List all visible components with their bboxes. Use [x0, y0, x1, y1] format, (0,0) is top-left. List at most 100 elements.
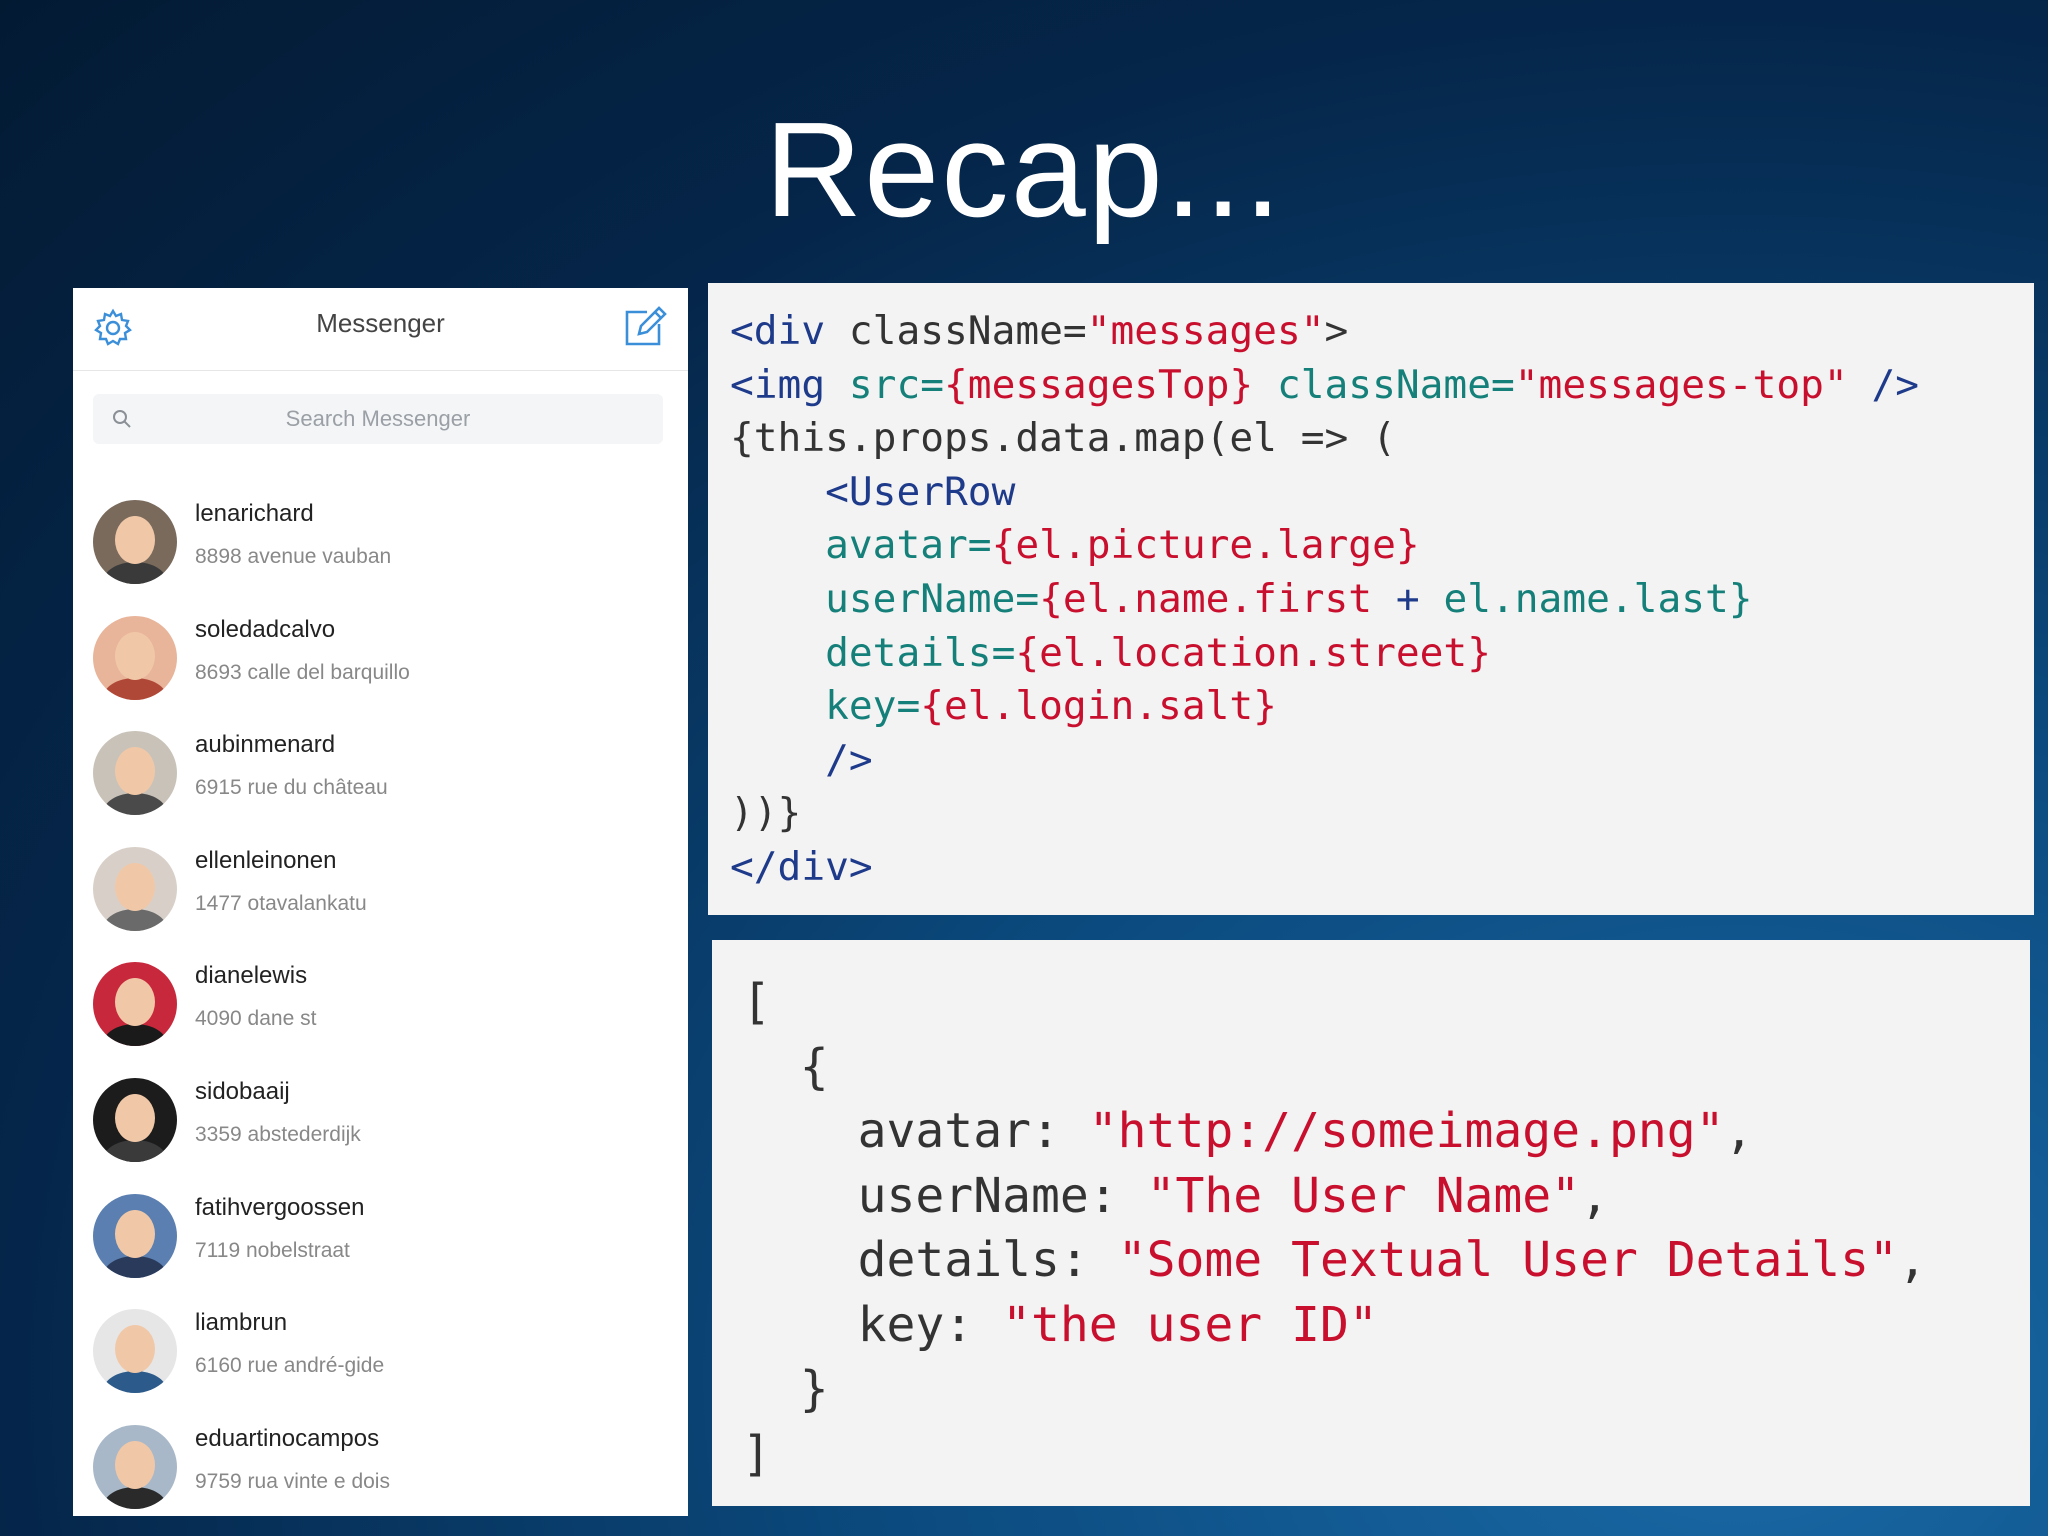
- avatar-body: [103, 1486, 167, 1509]
- avatar-face: [115, 747, 155, 796]
- gear-icon[interactable]: [91, 306, 135, 350]
- code-token: avatar=: [825, 522, 992, 569]
- code-token: />: [825, 736, 873, 783]
- code-token: +: [1372, 575, 1444, 622]
- json-token: ,: [1897, 1232, 1927, 1288]
- avatar-face: [115, 1440, 155, 1489]
- code-token: userName=: [825, 575, 1040, 622]
- avatar-face: [115, 978, 155, 1027]
- avatar-body: [103, 1371, 167, 1394]
- code-token: "messages-top": [1514, 361, 1848, 408]
- messenger-header: Messenger: [73, 288, 688, 371]
- user-row[interactable]: liambrun 6160 rue andré-gide: [73, 1309, 688, 1425]
- search-input[interactable]: Search Messenger: [93, 394, 663, 444]
- json-token: "Some Textual User Details": [1117, 1232, 1898, 1288]
- compose-icon[interactable]: [621, 304, 667, 350]
- code-token: className=: [825, 308, 1087, 354]
- code-token: {this.props.data.map(el => (: [730, 415, 1396, 462]
- code-token: </div>: [730, 843, 873, 890]
- json-token: userName:: [857, 1167, 1147, 1224]
- json-token: ,: [1724, 1103, 1754, 1159]
- user-details: 3359 abstederdijk: [195, 1122, 361, 1146]
- code-token: {el.login.salt}: [920, 683, 1277, 730]
- user-row[interactable]: soledadcalvo 8693 calle del barquillo: [73, 615, 688, 732]
- user-name: liambrun: [195, 1309, 288, 1337]
- user-details: 8693 calle del barquillo: [195, 660, 410, 684]
- json-token: "The User Name": [1146, 1167, 1581, 1224]
- avatar-body: [103, 562, 167, 584]
- user-name: dianelewis: [195, 962, 308, 990]
- user-row[interactable]: ellenleinonen 1477 otavalankatu: [73, 846, 688, 963]
- search-placeholder: Search Messenger: [285, 406, 471, 431]
- json-example: [ { avatar: "http://someimage.png", user…: [742, 970, 1927, 1486]
- user-name: ellenleinonen: [195, 846, 337, 874]
- user-name: sidobaaij: [195, 1077, 290, 1105]
- search-icon: [113, 410, 131, 428]
- jsx-code: <div className="messages"> <img src={mes…: [730, 305, 1919, 895]
- avatar-face: [115, 631, 155, 680]
- code-token: details=: [825, 629, 1016, 676]
- avatar: [93, 615, 177, 700]
- code-token: {messagesTop}: [944, 361, 1254, 408]
- user-row[interactable]: fatihvergoossen 7119 nobelstraat: [73, 1193, 688, 1310]
- json-token: "http://someimage.png": [1088, 1103, 1725, 1159]
- avatar: [93, 731, 177, 816]
- user-name: eduartinocampos: [195, 1424, 380, 1452]
- json-example-panel: [ { avatar: "http://someimage.png", user…: [712, 940, 2030, 1506]
- avatar: [93, 500, 177, 584]
- user-row[interactable]: aubinmenard 6915 rue du château: [73, 731, 688, 847]
- json-token: [: [742, 974, 771, 1030]
- code-token: {el.picture.large}: [991, 522, 1420, 569]
- code-token: <UserRow: [825, 468, 1016, 515]
- avatar: [93, 962, 177, 1047]
- avatar-face: [115, 1209, 155, 1258]
- code-token: key=: [825, 683, 921, 730]
- user-details: 6915 rue du château: [195, 776, 388, 800]
- avatar-body: [103, 1139, 167, 1162]
- user-row[interactable]: eduartinocampos 9759 rua vinte e dois: [73, 1424, 688, 1516]
- user-details: 6160 rue andré-gide: [195, 1354, 385, 1378]
- avatar: [93, 1424, 177, 1509]
- user-name: fatihvergoossen: [195, 1193, 365, 1221]
- user-row[interactable]: sidobaaij 3359 abstederdijk: [73, 1077, 688, 1194]
- code-token: />: [1847, 361, 1920, 408]
- user-name: aubinmenard: [195, 731, 336, 759]
- avatar: [93, 1077, 177, 1162]
- user-list: lenarichard 8898 avenue vauban soledadca…: [73, 500, 688, 1516]
- avatar-body: [103, 1255, 167, 1278]
- code-token: >: [1324, 308, 1349, 354]
- code-token: className=: [1253, 361, 1515, 408]
- json-token: avatar:: [857, 1103, 1089, 1159]
- avatar: [93, 1309, 177, 1394]
- json-token: ,: [1580, 1167, 1609, 1224]
- code-token: <div: [730, 308, 826, 354]
- code-token: <img: [730, 361, 826, 408]
- messenger-panel: Messenger Search Messenger lenarich: [73, 288, 688, 1516]
- json-token: ]: [742, 1425, 771, 1482]
- user-row[interactable]: dianelewis 4090 dane st: [73, 962, 688, 1078]
- code-token: "messages": [1086, 308, 1325, 354]
- avatar-body: [103, 677, 167, 700]
- user-details: 9759 rua vinte e dois: [195, 1469, 390, 1493]
- user-row[interactable]: lenarichard 8898 avenue vauban: [73, 500, 688, 616]
- avatar-face: [115, 862, 155, 911]
- avatar-body: [103, 908, 167, 931]
- code-token: src=: [825, 361, 945, 408]
- user-name: lenarichard: [195, 500, 314, 527]
- avatar-face: [115, 1325, 155, 1374]
- user-name: soledadcalvo: [195, 615, 336, 643]
- user-details: 8898 avenue vauban: [195, 545, 392, 568]
- avatar-body: [103, 1024, 167, 1047]
- slide-title: Recap...: [764, 94, 1284, 245]
- user-details: 1477 otavalankatu: [195, 891, 367, 915]
- json-token: key:: [857, 1296, 1003, 1353]
- messenger-title: Messenger: [316, 308, 445, 338]
- code-token: el.name.last}: [1443, 575, 1753, 622]
- code-token: {el.name.first: [1039, 575, 1373, 622]
- code-token: {el.location.street}: [1015, 629, 1491, 676]
- avatar-body: [103, 793, 167, 816]
- code-token: ))}: [730, 790, 802, 837]
- json-token: details:: [857, 1232, 1118, 1288]
- json-token: {: [799, 1038, 829, 1095]
- json-token: }: [799, 1361, 829, 1417]
